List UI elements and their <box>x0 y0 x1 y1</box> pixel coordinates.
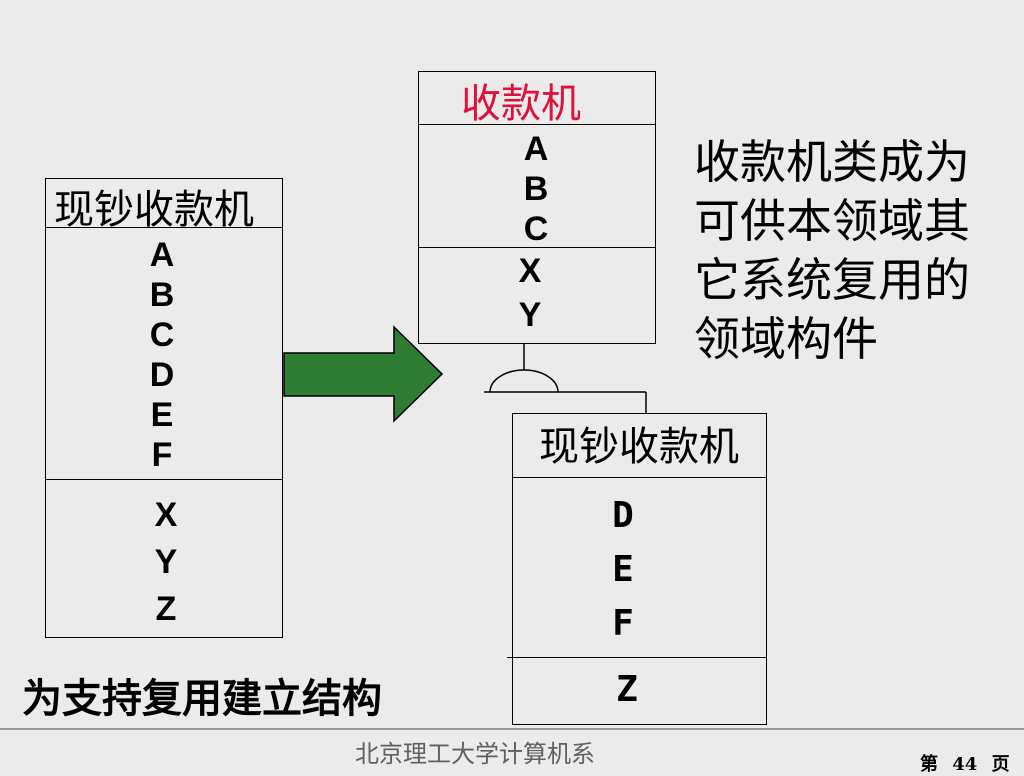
bottom-class-op-z: Z <box>616 669 638 710</box>
top-class-attr-divider <box>418 247 656 248</box>
left-class-attr-c: C <box>149 316 175 354</box>
top-class-op-x: X <box>518 252 542 290</box>
footer-divider <box>0 728 1024 730</box>
bottom-class-name-divider <box>512 477 767 478</box>
left-class-name-divider <box>45 227 283 228</box>
bottom-class-box <box>512 413 767 725</box>
transform-arrow-shape <box>283 325 444 423</box>
side-note-line-2: 可供本领域其 <box>694 194 970 248</box>
footer-school: 北京理工大学计算机系 <box>355 740 595 768</box>
left-class-op-z: Z <box>155 590 177 628</box>
left-class-attr-b: B <box>149 276 175 314</box>
left-class-attr-f: F <box>151 436 173 474</box>
left-class-op-y: Y <box>154 543 178 581</box>
left-class-op-x: X <box>154 496 178 534</box>
bottom-class-attr-f: F <box>612 603 634 644</box>
top-class-op-y: Y <box>518 296 542 334</box>
side-note-line-3: 它系统复用的 <box>694 253 970 307</box>
top-class-name-divider <box>418 124 656 125</box>
left-class-name: 现钞收款机 <box>54 187 254 233</box>
left-class-attr-d: D <box>149 356 175 394</box>
top-class-name: 收款机 <box>461 81 581 127</box>
bottom-class-name: 现钞收款机 <box>539 424 739 470</box>
top-class-attr-b: B <box>523 170 549 208</box>
generalization-semicircle <box>489 369 559 393</box>
bottom-class-attr-d: D <box>612 495 634 536</box>
generalization-connector <box>484 344 647 414</box>
top-class-attr-c: C <box>523 210 549 248</box>
left-class-attr-e: E <box>150 396 174 434</box>
left-class-attr-a: A <box>149 236 175 274</box>
bottom-class-attr-e: E <box>612 549 634 590</box>
left-class-box <box>45 178 283 638</box>
footer-page-suffix: 页 <box>991 754 1010 775</box>
top-class-attr-a: A <box>523 130 549 168</box>
footer-page-prefix: 第 <box>920 754 938 775</box>
side-note-line-4: 领域构件 <box>694 312 878 366</box>
footer-page-number: 第 44 页 <box>920 750 1010 776</box>
transform-arrow <box>283 325 444 423</box>
bottom-class-attr-divider <box>507 657 767 658</box>
left-class-attr-divider <box>45 479 283 480</box>
footer-page-value: 44 <box>952 754 978 775</box>
side-note-line-1: 收款机类成为 <box>694 135 970 189</box>
top-class-box <box>418 71 656 344</box>
caption: 为支持复用建立结构 <box>22 676 382 722</box>
